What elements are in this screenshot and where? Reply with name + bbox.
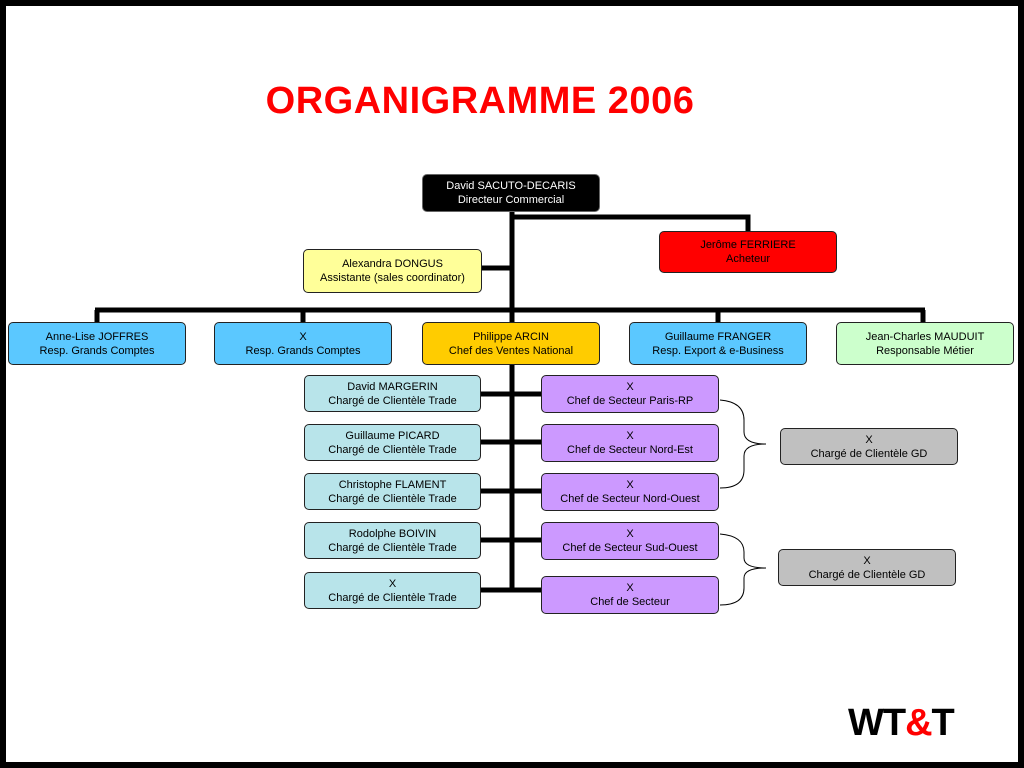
logo-part1: WT	[848, 702, 906, 744]
gd-name: X	[865, 433, 873, 446]
trade-name: X	[388, 577, 397, 590]
trade-box: X Chargé de Clientèle Trade	[304, 572, 481, 609]
page-title-text: ORGANIGRAMME 2006	[265, 80, 695, 122]
sector-role: Chef de Secteur Sud-Ouest	[562, 542, 698, 554]
manager1-role: Resp. Grands Comptes	[39, 344, 155, 357]
trade-box: Guillaume PICARD Chargé de Clientèle Tra…	[304, 424, 481, 461]
trade-role: Chargé de Clientèle Trade	[328, 591, 457, 604]
buyer-connector	[512, 214, 751, 232]
assistant-box: Alexandra DONGUS Assistante (sales coord…	[303, 249, 482, 293]
manager1-name: Anne-Lise JOFFRES	[45, 330, 149, 343]
gd-role: Chargé de Clientèle GD	[808, 568, 926, 581]
sector-role: Chef de Secteur Nord-Ouest	[560, 493, 700, 505]
trade-name: Christophe FLAMENT	[338, 478, 447, 491]
page-title: ORGANIGRAMME 2006	[0, 80, 1024, 123]
sector-name: X	[626, 381, 634, 393]
sector-box: X Chef de Secteur Nord-Est	[541, 424, 719, 462]
logo-part2: T	[931, 702, 955, 744]
assistant-name: Alexandra DONGUS	[342, 258, 443, 270]
trade-box: Rodolphe BOIVIN Chargé de Clientèle Trad…	[304, 522, 481, 559]
gd-box: X Chargé de Clientèle GD	[780, 428, 958, 465]
director-box: David SACUTO-DECARIS Directeur Commercia…	[422, 174, 600, 212]
logo-amp: &	[905, 702, 932, 744]
director-name: David SACUTO-DECARIS	[446, 180, 576, 192]
trade-name: Rodolphe BOIVIN	[348, 527, 437, 540]
manager4-role: Resp. Export & e-Business	[652, 344, 784, 357]
manager2-box: X Resp. Grands Comptes	[214, 322, 392, 365]
trade-name: David MARGERIN	[347, 380, 438, 393]
brace-top	[719, 399, 767, 489]
manager3-role: Chef des Ventes National	[448, 344, 574, 357]
sector-box: X Chef de Secteur	[541, 576, 719, 614]
sector-role: Chef de Secteur Paris-RP	[566, 395, 694, 407]
manager5-box: Jean-Charles MAUDUIT Responsable Métier	[836, 322, 1014, 365]
buyer-name: Jerôme FERRIERE	[700, 239, 796, 251]
sector-role: Chef de Secteur	[590, 596, 670, 608]
manager4-name: Guillaume FRANGER	[664, 330, 772, 343]
manager1-box: Anne-Lise JOFFRES Resp. Grands Comptes	[8, 322, 186, 365]
director-role: Directeur Commercial	[457, 194, 565, 206]
manager5-name: Jean-Charles MAUDUIT	[865, 330, 985, 343]
manager2-name: X	[299, 330, 307, 343]
buyer-role: Acheteur	[725, 253, 771, 265]
manager2-role: Resp. Grands Comptes	[245, 344, 361, 357]
gd-name: X	[863, 554, 871, 567]
trade-box: David MARGERIN Chargé de Clientèle Trade	[304, 375, 481, 412]
sector-name: X	[626, 582, 634, 594]
sector-role: Chef de Secteur Nord-Est	[567, 444, 693, 456]
sector-box: X Chef de Secteur Paris-RP	[541, 375, 719, 413]
trade-role: Chargé de Clientèle Trade	[328, 492, 457, 505]
trade-role: Chargé de Clientèle Trade	[328, 394, 457, 407]
sector-name: X	[626, 528, 634, 540]
sector-name: X	[626, 479, 634, 491]
manager5-role: Responsable Métier	[876, 344, 974, 357]
buyer-box: Jerôme FERRIERE Acheteur	[659, 231, 837, 273]
sector-box: X Chef de Secteur Nord-Ouest	[541, 473, 719, 511]
company-logo: WT&T	[848, 702, 955, 745]
gd-role: Chargé de Clientèle GD	[810, 447, 928, 460]
manager3-box: Philippe ARCIN Chef des Ventes National	[422, 322, 600, 365]
assistant-role: Assistante (sales coordinator)	[320, 272, 465, 284]
trade-role: Chargé de Clientèle Trade	[328, 443, 457, 456]
manager3-name: Philippe ARCIN	[473, 330, 549, 343]
trade-name: Guillaume PICARD	[345, 429, 440, 442]
sector-box: X Chef de Secteur Sud-Ouest	[541, 522, 719, 560]
sector-name: X	[626, 430, 634, 442]
gd-box: X Chargé de Clientèle GD	[778, 549, 956, 586]
trade-role: Chargé de Clientèle Trade	[328, 541, 457, 554]
manager4-box: Guillaume FRANGER Resp. Export & e-Busin…	[629, 322, 807, 365]
trade-box: Christophe FLAMENT Chargé de Clientèle T…	[304, 473, 481, 510]
brace-bottom	[719, 533, 767, 606]
